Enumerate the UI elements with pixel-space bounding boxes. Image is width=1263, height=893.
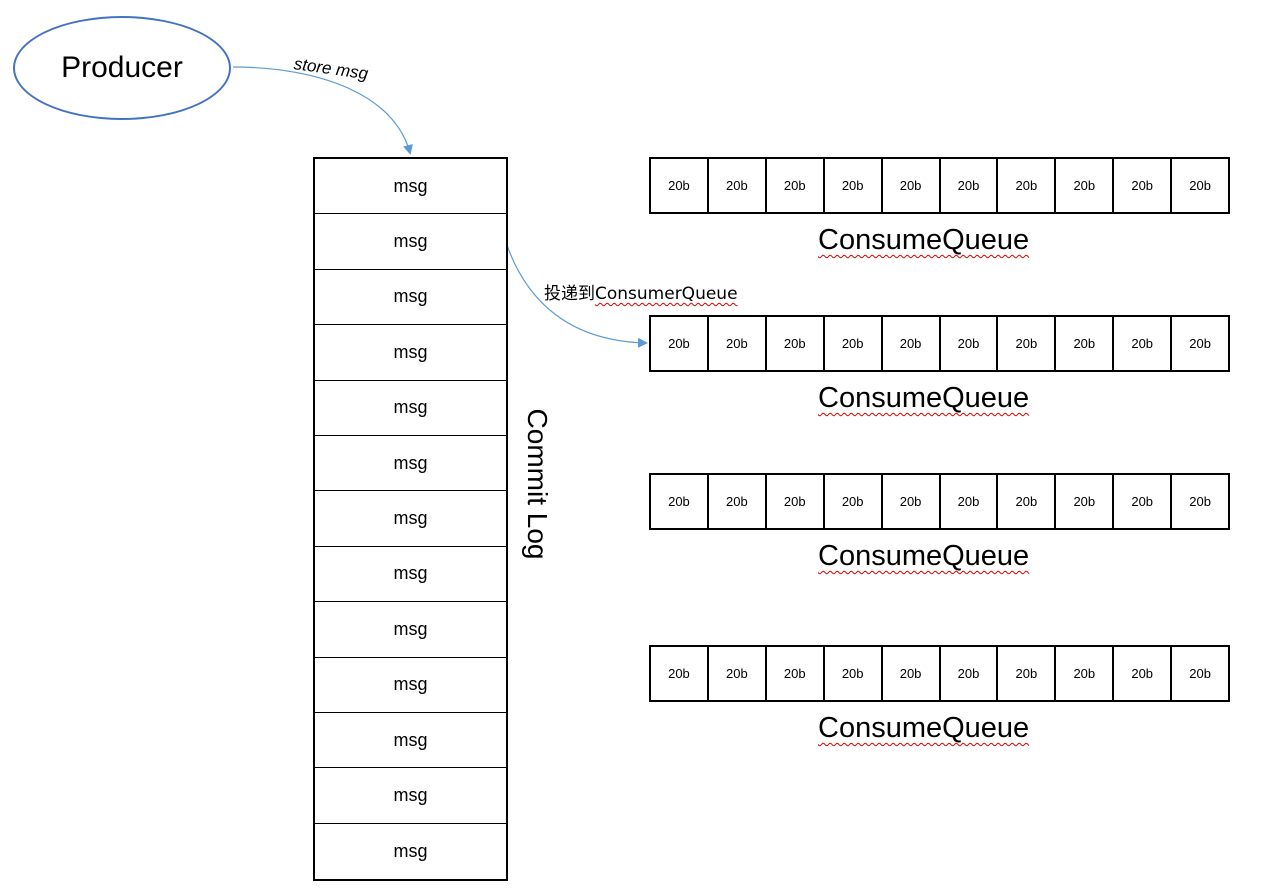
consume-queue-cell: 20b xyxy=(1056,647,1115,700)
deliver-label-prefix: 投递到 xyxy=(544,284,595,304)
consume-queue-cell: 20b xyxy=(1114,647,1173,700)
producer-node: Producer xyxy=(13,16,231,120)
consume-queue-cell: 20b xyxy=(825,317,883,370)
consume-queue-title: ConsumeQueue xyxy=(818,224,1030,256)
consume-queue-cell: 20b xyxy=(651,159,709,212)
consume-queue-cell: 20b xyxy=(883,317,941,370)
commit-log-row: msg xyxy=(315,491,506,547)
consume-queue-cell: 20b xyxy=(941,647,999,700)
commit-log-row: msg xyxy=(315,436,506,492)
consume-queue-cell: 20b xyxy=(883,159,941,212)
consume-queue-cell: 20b xyxy=(1056,159,1115,212)
consume-queue-cell: 20b xyxy=(1189,666,1211,681)
commit-log-row: msg xyxy=(315,547,506,603)
deliver-label: 投递到ConsumerQueue xyxy=(544,279,738,304)
consume-queue-cell: 20b xyxy=(1114,317,1173,370)
consume-queue-cell: 20b xyxy=(825,159,883,212)
consume-queue-cell: 20b xyxy=(941,159,999,212)
consume-queue-cell: 20b xyxy=(998,317,1057,370)
consume-queue-cell: 20b xyxy=(651,475,709,528)
commit-log-row: msg xyxy=(315,325,506,381)
consume-queue-cell: 20b xyxy=(767,317,825,370)
consume-queue-cell: 20b xyxy=(709,647,767,700)
commit-log-row: msg xyxy=(315,602,506,658)
store-msg-label: store msg xyxy=(292,54,370,84)
commit-log-row: msg xyxy=(315,658,506,713)
commit-log-row: msg xyxy=(315,159,506,215)
commit-log-row: msg xyxy=(315,270,506,326)
consume-queue-cell: 20b xyxy=(1056,475,1115,528)
consume-queue-cell: 20b xyxy=(998,475,1057,528)
consume-queue-title: ConsumeQueue xyxy=(818,382,1030,414)
consume-queue-cell: 20b xyxy=(998,647,1057,700)
commit-log-row: msg xyxy=(315,713,506,769)
consume-queue-cell: 20b xyxy=(825,475,883,528)
producer-label: Producer xyxy=(61,51,183,84)
consume-queue-cell: 20b xyxy=(883,647,941,700)
commit-log-title: Commit Log xyxy=(522,408,553,560)
deliver-arrow xyxy=(494,185,648,348)
consume-queue-cell: 20b xyxy=(883,475,941,528)
consume-queue-cell: 20b xyxy=(825,647,883,700)
commit-log-row: msg xyxy=(393,840,428,861)
consume-queue-title: ConsumeQueue xyxy=(818,712,1030,744)
consume-queue-cell: 20b xyxy=(709,159,767,212)
deliver-label-target: ConsumerQueue xyxy=(595,284,738,304)
consume-queue-cell: 20b xyxy=(941,317,999,370)
commit-log-row: msg xyxy=(315,214,506,270)
consume-queue-cell: 20b xyxy=(767,159,825,212)
consume-queue-cell: 20b xyxy=(709,475,767,528)
consume-queue-cell: 20b xyxy=(767,475,825,528)
consume-queue-cell: 20b xyxy=(1114,159,1173,212)
consume-queue-cell: 20b xyxy=(941,475,999,528)
consume-queue-cell: 20b xyxy=(651,317,709,370)
consume-queue-cell: 20b xyxy=(1056,317,1115,370)
consume-queue-cell: 20b xyxy=(767,647,825,700)
consume-queue-title: ConsumeQueue xyxy=(818,540,1030,572)
commit-log-row: msg xyxy=(315,768,506,824)
store-arrow xyxy=(232,66,413,155)
commit-log-row: msg xyxy=(315,381,506,436)
consume-queue-cell: 20b xyxy=(1114,475,1173,528)
consume-queue-cell: 20b xyxy=(1189,494,1211,509)
consume-queue-cell: 20b xyxy=(709,317,767,370)
consume-queue-cell: 20b xyxy=(1189,336,1211,351)
consume-queue-cell: 20b xyxy=(1189,178,1211,193)
consume-queue-cell: 20b xyxy=(998,159,1057,212)
consume-queue-cell: 20b xyxy=(651,647,709,700)
